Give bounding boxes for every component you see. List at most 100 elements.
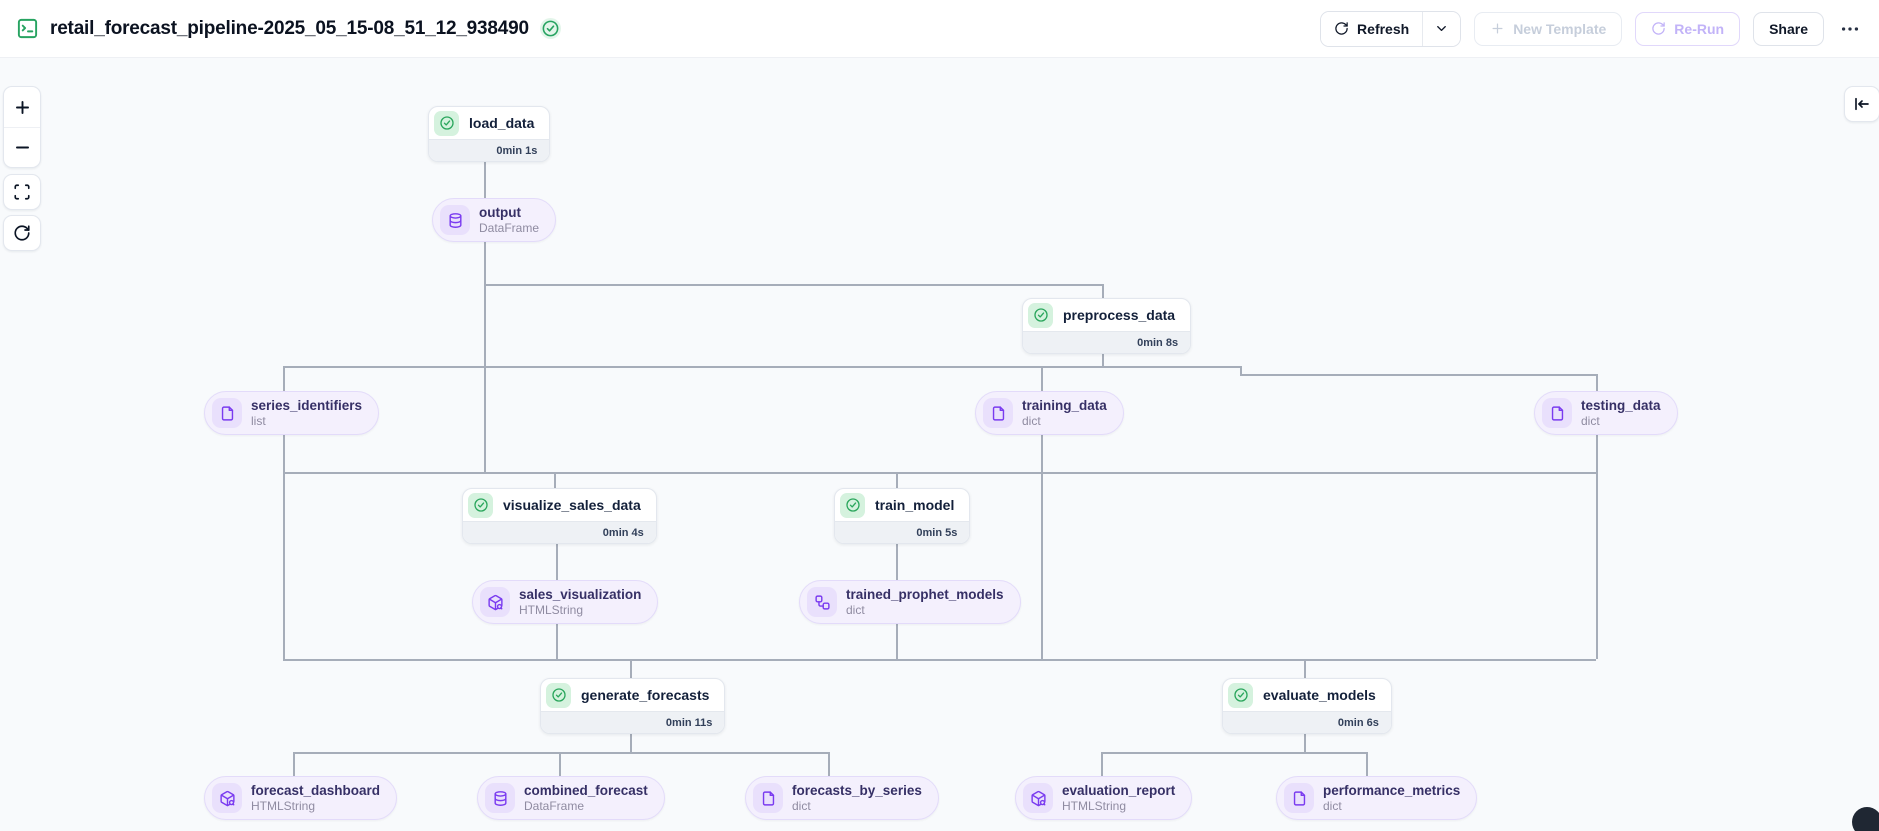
page-title: retail_forecast_pipeline-2025_05_15-08_5… (50, 17, 529, 39)
artifact-type: dict (1323, 798, 1342, 813)
edge (896, 544, 898, 580)
artifact-type: dict (792, 798, 811, 813)
task-node-load_data[interactable]: load_data 0min 1s (428, 106, 551, 162)
edge (283, 435, 285, 659)
edge (828, 752, 830, 776)
artifact-type: dict (1581, 413, 1600, 428)
artifact-type: DataFrame (524, 798, 585, 813)
chevron-down-icon (1434, 21, 1449, 36)
task-duration: 0min 6s (1223, 711, 1391, 733)
artifact-node-sales_visualization[interactable]: sales_visualization HTMLString (472, 580, 659, 624)
edge (293, 752, 295, 776)
edge (283, 366, 1240, 368)
edge (554, 472, 556, 488)
package-search-icon (1023, 783, 1053, 813)
task-duration: 0min 5s (835, 521, 970, 543)
fit-view-button[interactable] (3, 174, 41, 210)
zoom-controls (3, 86, 41, 168)
zoom-in-button[interactable] (4, 87, 40, 127)
package-search-icon (480, 587, 510, 617)
share-button[interactable]: Share (1753, 11, 1824, 46)
edge (484, 242, 486, 472)
edge (556, 544, 558, 580)
artifact-type: list (251, 413, 266, 428)
package-search-icon (212, 783, 242, 813)
share-label: Share (1769, 20, 1808, 37)
task-node-visualize_sales_data[interactable]: visualize_sales_data 0min 4s (462, 488, 657, 544)
ellipsis-icon (1839, 18, 1861, 40)
database-icon (440, 205, 470, 235)
check-circle-icon (546, 682, 571, 708)
task-label: train_model (875, 497, 955, 514)
edge (283, 472, 1596, 474)
artifact-type: HTMLString (251, 798, 316, 813)
artifact-label: performance_metrics (1323, 782, 1461, 798)
new-template-button[interactable]: New Template (1474, 11, 1623, 46)
edge (896, 472, 898, 488)
floating-action-button[interactable] (1852, 807, 1879, 831)
artifact-node-series_identifiers[interactable]: series_identifiers list (204, 391, 380, 435)
edge (484, 284, 1102, 286)
edge (1101, 752, 1103, 776)
task-label: generate_forecasts (581, 687, 710, 704)
refresh-label: Refresh (1357, 20, 1410, 37)
fit-view-icon (13, 183, 31, 201)
file-icon (1542, 398, 1572, 428)
edge (1596, 374, 1598, 391)
artifact-type: dict (1022, 413, 1041, 428)
artifact-node-combined_forecast[interactable]: combined_forecast DataFrame (477, 776, 665, 820)
artifact-label: evaluation_report (1062, 782, 1176, 798)
collapse-panel-button[interactable] (1844, 86, 1879, 122)
artifact-node-forecast_dashboard[interactable]: forecast_dashboard HTMLString (204, 776, 398, 820)
artifact-node-forecasts_by_series[interactable]: forecasts_by_series dict (745, 776, 939, 820)
plus-icon (13, 98, 32, 117)
header-title-group: retail_forecast_pipeline-2025_05_15-08_5… (16, 17, 1320, 40)
artifact-label: output (479, 204, 521, 220)
artifact-label: trained_prophet_models (846, 586, 1004, 602)
check-circle-icon (1028, 302, 1053, 328)
artifact-label: training_data (1022, 397, 1107, 413)
edge (1240, 366, 1242, 374)
refresh-button[interactable]: Refresh (1321, 11, 1423, 46)
artifact-node-performance_metrics[interactable]: performance_metrics dict (1276, 776, 1478, 820)
task-duration: 0min 8s (1023, 331, 1191, 353)
reset-layout-button[interactable] (3, 215, 41, 251)
more-options-button[interactable] (1837, 18, 1863, 40)
refresh-dropdown-button[interactable] (1422, 11, 1461, 46)
collapse-left-icon (1853, 95, 1871, 113)
artifact-node-training_data[interactable]: training_data dict (975, 391, 1124, 435)
artifact-node-output[interactable]: output DataFrame (432, 198, 557, 242)
database-icon (485, 783, 515, 813)
artifact-type: HTMLString (519, 602, 584, 617)
task-node-train_model[interactable]: train_model 0min 5s (834, 488, 971, 544)
task-node-generate_forecasts[interactable]: generate_forecasts 0min 11s (540, 678, 726, 734)
file-icon (1284, 783, 1314, 813)
edge (1041, 366, 1043, 391)
artifact-label: sales_visualization (519, 586, 642, 602)
rerun-label: Re-Run (1674, 20, 1725, 37)
file-icon (753, 783, 783, 813)
rotate-cw-icon (13, 224, 31, 242)
edge (1596, 435, 1598, 659)
task-label: load_data (469, 115, 535, 132)
edge (559, 752, 561, 776)
zoom-out-button[interactable] (4, 127, 40, 167)
workflow-icon (807, 587, 837, 617)
task-node-evaluate_models[interactable]: evaluate_models 0min 6s (1222, 678, 1392, 734)
artifact-node-trained_prophet_models[interactable]: trained_prophet_models dict (799, 580, 1021, 624)
terminal-icon (16, 17, 39, 40)
edge (1101, 752, 1366, 754)
artifact-label: forecasts_by_series (792, 782, 922, 798)
task-label: preprocess_data (1063, 307, 1176, 324)
rerun-button[interactable]: Re-Run (1635, 11, 1741, 46)
header-actions: Refresh New Template Re-Run Share (1320, 10, 1863, 47)
new-template-label: New Template (1513, 20, 1607, 37)
task-node-preprocess_data[interactable]: preprocess_data 0min 8s (1022, 298, 1192, 354)
artifact-node-testing_data[interactable]: testing_data dict (1534, 391, 1678, 435)
artifact-label: combined_forecast (524, 782, 648, 798)
artifact-node-evaluation_report[interactable]: evaluation_report HTMLString (1015, 776, 1193, 820)
task-duration: 0min 11s (541, 711, 725, 733)
check-circle-icon (468, 492, 493, 518)
rotate-cw-icon (1334, 21, 1349, 36)
